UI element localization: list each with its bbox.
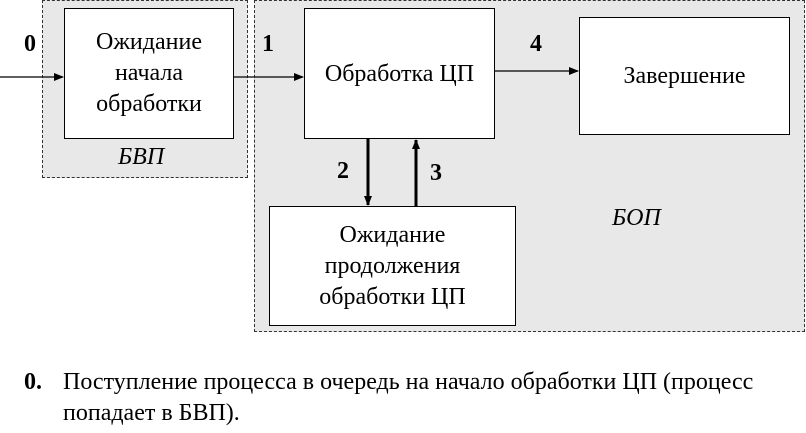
transition-label-3: 3: [430, 160, 442, 186]
wait-continue-box: Ожидание продолжения обработки ЦП: [269, 206, 516, 326]
finish-box: Завершение: [579, 17, 790, 135]
bop-label: БОП: [612, 205, 661, 231]
transition-label-4: 4: [530, 31, 542, 57]
transition-label-0: 0: [24, 31, 36, 57]
transition-label-1: 1: [262, 31, 274, 57]
cpu-processing-box: Обработка ЦП: [304, 8, 495, 139]
bvp-label: БВП: [118, 144, 165, 170]
footnote-number: 0.: [24, 369, 42, 395]
transition-label-2: 2: [337, 158, 349, 184]
wait-start-box: Ожидание начала обработки: [64, 8, 234, 139]
footnote-text: Поступление процесса в очередь на начало…: [63, 369, 754, 426]
